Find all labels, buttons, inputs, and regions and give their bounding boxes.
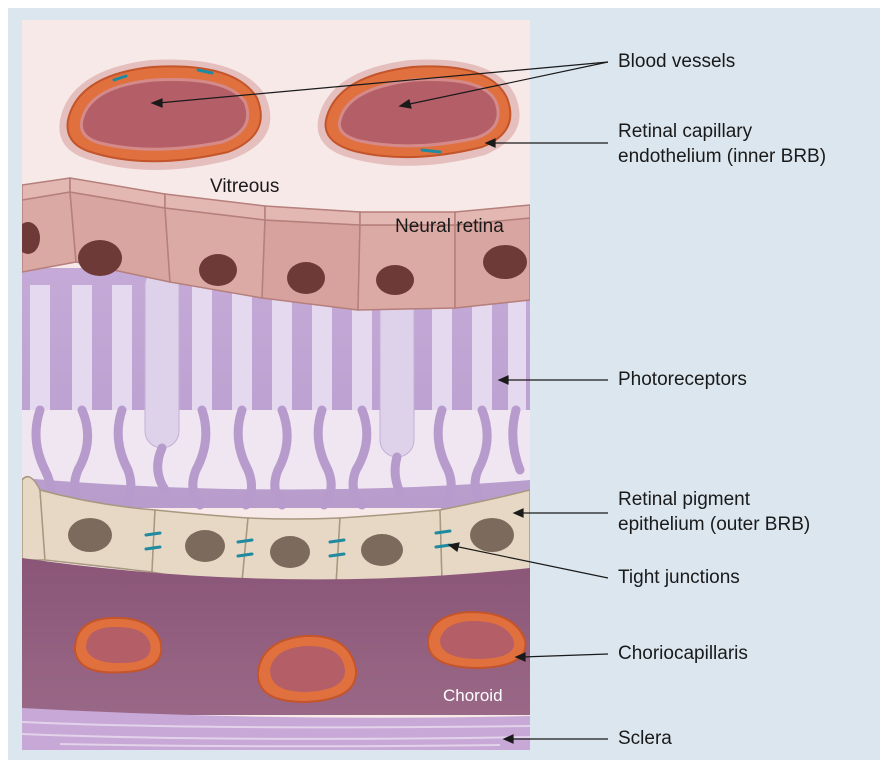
vitreous-label: Vitreous (210, 176, 279, 198)
choriocapillaris-label: Choriocapillaris (618, 642, 748, 666)
rpe-label-line1: Retinal pigment (618, 488, 750, 512)
choroid-label: Choroid (443, 686, 503, 706)
rpe-label-line2: epithelium (outer BRB) (618, 513, 810, 537)
sclera-label: Sclera (618, 727, 672, 751)
capillary-label-line1: Retinal capillary (618, 120, 752, 144)
neural-retina-label: Neural retina (395, 216, 504, 238)
capillary-label-line2: endothelium (inner BRB) (618, 145, 826, 169)
photoreceptors-label: Photoreceptors (618, 368, 747, 392)
tight-junctions-label: Tight junctions (618, 566, 740, 590)
blood-vessels-label: Blood vessels (618, 50, 735, 74)
diagram-inset: Vitreous Neural retina Choroid (16, 20, 535, 750)
